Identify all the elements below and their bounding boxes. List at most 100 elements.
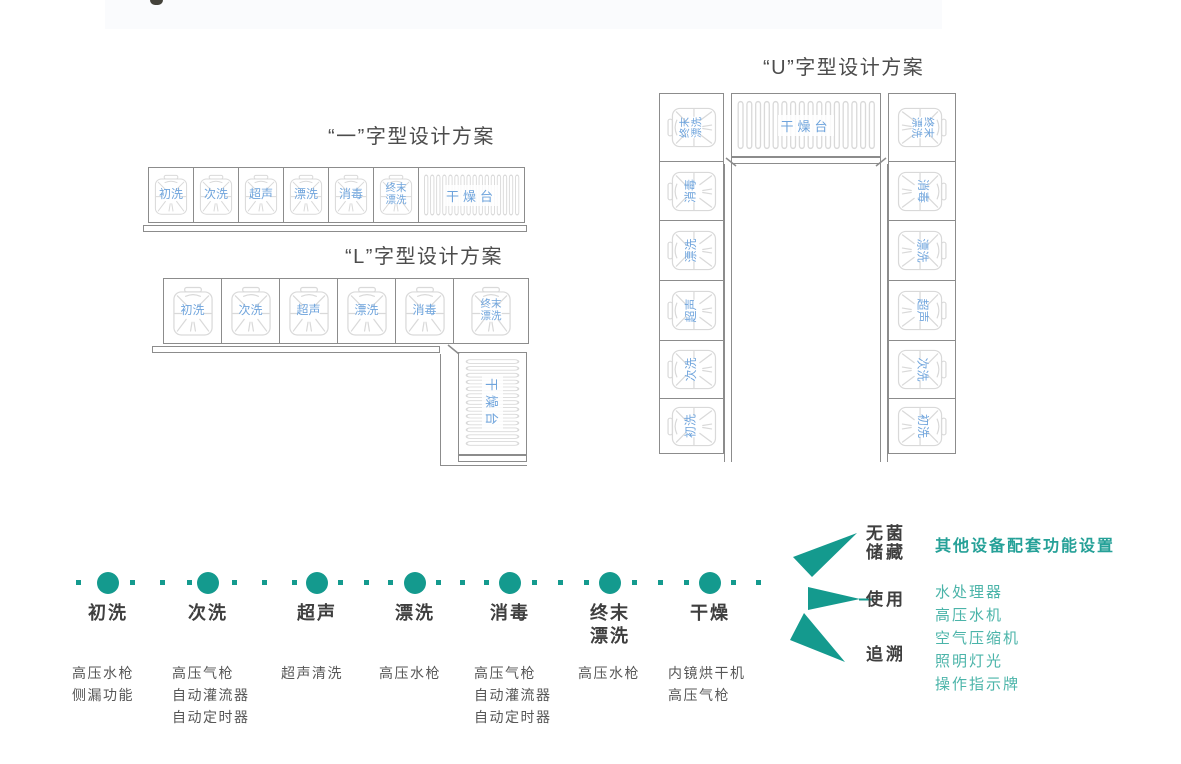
l-sink-cell: 超声 — [280, 279, 338, 343]
flow-label-sterile-storage: 无菌 储藏 — [866, 524, 906, 562]
flow-arrows-icon — [790, 533, 873, 662]
u-inner-wall-left — [724, 164, 732, 462]
timeline-dot-small — [76, 580, 81, 585]
sink-label: 消毒 — [338, 187, 363, 202]
timeline-dot-small — [756, 580, 761, 585]
u-sink-cell: 超声 — [889, 281, 955, 341]
step-label: 消毒 — [490, 603, 530, 623]
line-layout-counter: 初洗 次洗 超声 漂洗 消毒 终末 漂洗 干燥台 — [148, 167, 525, 223]
u-sink-cell: 漂洗 — [660, 221, 723, 281]
sink-label: 次洗 — [203, 187, 228, 202]
timeline-dot-step — [699, 572, 721, 594]
timeline-dot-small — [658, 580, 663, 585]
u-drying-edge — [731, 157, 881, 164]
u-sink-cell: 超声 — [660, 281, 723, 341]
step-label: 超声 — [297, 603, 337, 623]
u-sink-cell: 终末 漂洗 — [889, 94, 955, 162]
sink-label: 漂洗 — [354, 303, 379, 318]
timeline-dot-small — [684, 580, 689, 585]
sink-label: 初洗 — [180, 303, 205, 318]
u-drying-table: 干燥台 — [731, 93, 881, 157]
u-sink-cell: 次洗 — [660, 341, 723, 399]
step-equipment: 超声清洗 — [281, 665, 343, 681]
timeline-dot-small — [364, 580, 369, 585]
line-sink-cell: 次洗 — [194, 168, 239, 222]
l-layout-counter: 初洗 次洗 超声 漂洗 消毒 终末 漂洗 — [163, 278, 529, 344]
timeline-dot-small — [436, 580, 441, 585]
timeline-dot-small — [632, 580, 637, 585]
u-sink-cell: 次洗 — [889, 341, 955, 399]
step-label: 次洗 — [188, 603, 228, 623]
timeline-dot-small — [731, 580, 736, 585]
timeline-dot-step — [97, 572, 119, 594]
timeline-dot-small — [460, 580, 465, 585]
sink-label: 终末 漂洗 — [678, 117, 703, 138]
line-drying-table: 干燥台 — [419, 168, 524, 222]
timeline-dot-small — [130, 580, 135, 585]
drying-label: 干燥台 — [732, 94, 880, 156]
other-equipment-heading: 其他设备配套功能设置 — [935, 538, 1116, 555]
u-sink-cell: 消毒 — [660, 162, 723, 221]
l-sink-cell: 消毒 — [396, 279, 454, 343]
l-outer-edge — [440, 354, 527, 466]
sink-label: 超声 — [248, 187, 273, 202]
timeline-dot-step — [306, 572, 328, 594]
sink-label: 超声 — [683, 298, 698, 323]
timeline-dot-small — [292, 580, 297, 585]
timeline-dot-step — [499, 572, 521, 594]
timeline-dot-small — [160, 580, 165, 585]
step-label: 漂洗 — [395, 603, 435, 623]
step-equipment: 高压水枪 — [379, 665, 441, 681]
line-counter-edge — [143, 225, 527, 232]
line-sink-cell: 终末 漂洗 — [374, 168, 419, 222]
step-equipment: 高压气枪 自动灌流器 自动定时器 — [474, 665, 552, 725]
sink-label: 消毒 — [915, 178, 930, 203]
drying-label: 干燥台 — [459, 353, 526, 454]
u-right-column: 终末 漂洗 消毒 漂洗 超声 次洗 初洗 — [888, 93, 956, 454]
sink-label: 初洗 — [683, 414, 698, 439]
timeline-dot-small — [232, 580, 237, 585]
sink-label: 初洗 — [158, 187, 183, 202]
line-sink-cell: 消毒 — [329, 168, 374, 222]
logo-fragment — [150, 0, 163, 5]
l-drying-edge — [458, 455, 527, 462]
timeline-dot-small — [558, 580, 563, 585]
timeline-dot-step — [599, 572, 621, 594]
flow-label-trace: 追溯 — [866, 645, 906, 664]
step-label: 终末 漂洗 — [590, 603, 630, 646]
timeline-dot-small — [262, 580, 267, 585]
header-band — [105, 0, 942, 29]
step-equipment: 高压气枪 自动灌流器 自动定时器 — [172, 665, 250, 725]
l-layout-title: “L”字型设计方案 — [345, 246, 503, 268]
u-left-column: 终末 漂洗 消毒 漂洗 超声 次洗 初洗 — [659, 93, 724, 454]
u-sink-cell: 终末 漂洗 — [660, 94, 723, 162]
sink-label: 初洗 — [915, 413, 930, 438]
timeline-dot-step — [404, 572, 426, 594]
timeline-dot-small — [484, 580, 489, 585]
l-drying-table: 干燥台 — [458, 352, 527, 455]
timeline-dot-small — [388, 580, 393, 585]
u-sink-cell: 消毒 — [889, 162, 955, 221]
line-sink-cell: 超声 — [239, 168, 284, 222]
sink-label: 超声 — [296, 303, 321, 318]
l-drying-cell: 干燥台 — [459, 353, 526, 454]
step-equipment: 高压水枪 侧漏功能 — [72, 665, 134, 703]
sink-label: 终末 漂洗 — [480, 298, 502, 322]
sink-label: 漂洗 — [293, 187, 318, 202]
timeline-dot-small — [338, 580, 343, 585]
u-inner-wall-right — [880, 164, 888, 462]
sink-label: 消毒 — [412, 303, 437, 318]
line-sink-cell: 初洗 — [149, 168, 194, 222]
drying-label: 干燥台 — [419, 168, 524, 222]
sink-label: 超声 — [915, 298, 930, 323]
u-drying-cell: 干燥台 — [732, 94, 880, 156]
u-sink-cell: 漂洗 — [889, 221, 955, 281]
other-equipment-list: 水处理器 高压水机 空气压缩机 照明灯光 操作指示牌 — [935, 584, 1021, 693]
l-counter-edge — [152, 346, 440, 353]
l-sink-cell: 次洗 — [222, 279, 280, 343]
timeline-dot-step — [197, 572, 219, 594]
sink-label: 漂洗 — [915, 238, 930, 263]
step-label: 初洗 — [88, 603, 128, 623]
l-sink-cell: 初洗 — [164, 279, 222, 343]
